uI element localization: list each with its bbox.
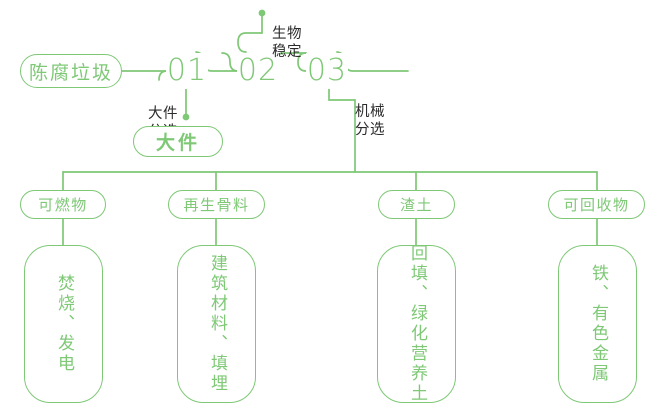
stage-number-01-label: 01: [166, 53, 208, 88]
stage-note-03: 机械 分选: [355, 84, 415, 140]
branch-tag-recyclables[interactable]: 可回收物: [548, 190, 645, 219]
arc-03-lower-left: [297, 52, 307, 72]
link-03-to-bus: [328, 79, 356, 173]
node-root-waste[interactable]: 陈腐垃圾: [20, 54, 122, 88]
outcome-box-recyclables-text: 铁、有色金属: [588, 264, 608, 384]
stage-number-02[interactable]: 02: [237, 53, 279, 89]
node-root-waste-label: 陈腐垃圾: [28, 61, 113, 84]
endpoint-dot-bulky: [182, 113, 190, 121]
outcome-box-combustible-text: 焚烧、发电: [54, 274, 74, 374]
outcome-box-residue-soil[interactable]: 回填、绿化营养土: [377, 244, 456, 404]
branch-tag-recycled-aggregate-label: 再生骨料: [183, 196, 250, 214]
branch-tag-recycled-aggregate[interactable]: 再生骨料: [168, 190, 265, 219]
arc-02-to-bio-note: [237, 32, 263, 53]
endpoint-dot-bio: [258, 9, 266, 17]
branch-tag-residue-soil[interactable]: 渣土: [378, 190, 455, 219]
stage-number-01[interactable]: 01: [166, 53, 208, 89]
outcome-box-combustible[interactable]: 焚烧、发电: [24, 245, 103, 403]
branch-tag-combustible-label: 可燃物: [38, 196, 88, 214]
outcome-box-recycled-aggregate-text: 建筑材料、填埋: [207, 254, 227, 394]
node-bulky-output[interactable]: 大件: [133, 126, 223, 157]
branch-tag-residue-soil-label: 渣土: [399, 196, 433, 214]
outcome-box-recyclables[interactable]: 铁、有色金属: [558, 245, 637, 403]
outcome-box-residue-soil-text: 回填、绿化营养土: [407, 244, 427, 404]
stage-note-03-text: 机械 分选: [355, 103, 385, 139]
branch-tag-combustible[interactable]: 可燃物: [20, 190, 106, 219]
arc-02-upper-left-stub: [221, 52, 239, 72]
node-bulky-output-label: 大件: [155, 132, 200, 154]
stage-number-03[interactable]: 03: [306, 53, 348, 89]
stage-number-03-label: 03: [306, 53, 348, 88]
branch-tag-recyclables-label: 可回收物: [563, 196, 630, 214]
outcome-box-recycled-aggregate[interactable]: 建筑材料、填埋: [177, 245, 256, 403]
stage-number-02-label: 02: [237, 53, 279, 88]
stage-note-02: 生物 稳定: [272, 6, 332, 62]
arc-01-lower-left: [158, 70, 168, 81]
stage-note-02-text: 生物 稳定: [272, 25, 302, 61]
